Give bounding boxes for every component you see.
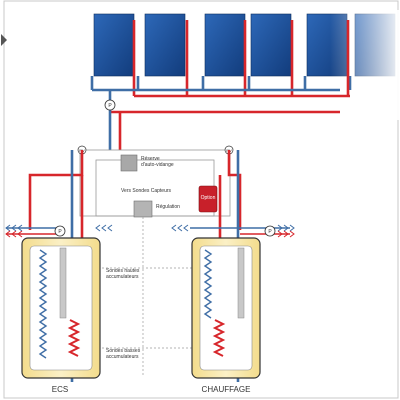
outer-border bbox=[3, 0, 399, 399]
solar-panels bbox=[93, 10, 400, 120]
solar-panel bbox=[93, 13, 135, 77]
chauffage-side-arrows bbox=[171, 224, 295, 238]
panel-fade bbox=[330, 10, 400, 120]
reserve-tank: Réserve d'auto-vidange bbox=[120, 154, 174, 172]
chauffage-tank: CHAUFFAGE bbox=[191, 237, 261, 394]
pump-top: P bbox=[104, 99, 116, 111]
reserve-label-line2: d'auto-vidange bbox=[141, 162, 174, 168]
sensor-lines bbox=[98, 217, 196, 375]
collector-pipes bbox=[90, 20, 352, 150]
pump-right-label: P bbox=[268, 229, 272, 235]
solar-panel bbox=[144, 13, 186, 77]
sondes-hautes-line1: Sondes hautes bbox=[106, 268, 140, 274]
ecs-label: ECS bbox=[52, 385, 68, 394]
solar-panel bbox=[204, 13, 246, 77]
ecs-side-arrows bbox=[5, 224, 113, 238]
arrow-right-icon[interactable] bbox=[1, 34, 7, 46]
regulation-unit: Régulation bbox=[133, 200, 180, 218]
solar-panel bbox=[250, 13, 292, 77]
chauffage-label: CHAUFFAGE bbox=[202, 385, 251, 394]
sondes-basses-line1: Sondes basses bbox=[106, 348, 141, 354]
option-label: Option bbox=[201, 195, 216, 201]
pump-left: P bbox=[54, 225, 66, 237]
pump-top-label: P bbox=[108, 103, 112, 109]
sondes-basses-line2: accumulateurs bbox=[106, 354, 139, 360]
option-module: Option bbox=[198, 185, 218, 213]
sondes-hautes-line2: accumulateurs bbox=[106, 274, 139, 280]
capteurs-label: Vers Sondes Capteurs bbox=[121, 188, 172, 194]
regulation-label: Régulation bbox=[156, 204, 180, 210]
pump-right: P bbox=[264, 225, 276, 237]
reserve-label-line1: Réserve bbox=[141, 156, 160, 162]
pump-left-label: P bbox=[58, 229, 62, 235]
ecs-tank: ECS bbox=[21, 237, 101, 394]
